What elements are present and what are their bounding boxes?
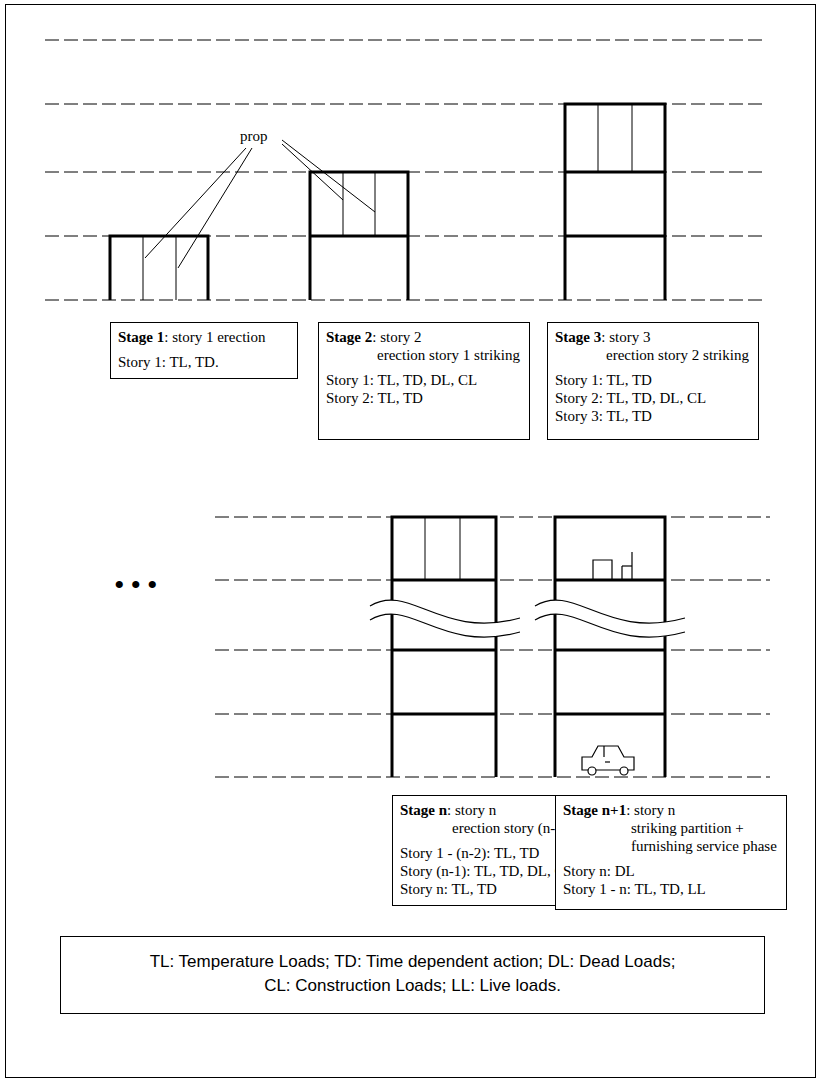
text-line: Story 1: TL, TD, DL, CL: [326, 371, 522, 389]
outer-border: [6, 5, 816, 1078]
stage-box: Stage 3: story 3erection story 2 strikin…: [547, 322, 759, 440]
story-loads: Story 1: TL, TD.: [118, 353, 290, 371]
frame-stage-1: [110, 236, 208, 300]
prop-label: prop: [238, 128, 270, 145]
frame-stage-3: [565, 104, 665, 300]
stage-box: Stage 1: story 1 erectionStory 1: TL, TD…: [110, 322, 298, 379]
text-line: Stage 2: story 2: [326, 328, 522, 346]
story-loads: Story 2: TL, TD, DL, CL: [555, 389, 751, 407]
text-line: TL: Temperature Loads; TD: Time dependen…: [71, 950, 754, 974]
text-line: Stage 1: story 1 erection: [118, 328, 290, 346]
stage-heading: Stage 1: story 1 erection: [118, 328, 290, 346]
stage-name: Stage 2: [326, 329, 372, 345]
car-symbol: [582, 746, 634, 775]
text-line: Story n: DL: [563, 862, 779, 880]
story-loads: Story n: DL: [563, 862, 779, 880]
text-line: Story 1: TL, TD.: [118, 353, 290, 371]
text-line: erection story 2 striking: [555, 346, 751, 364]
stage-action: : story n: [626, 802, 675, 818]
text-line: Story 3: TL, TD: [555, 407, 751, 425]
legend-note-box: TL: Temperature Loads; TD: Time dependen…: [60, 936, 765, 1014]
stage-heading: Stage 3: story 3erection story 2 strikin…: [555, 328, 751, 364]
continuation-dots: •••: [112, 568, 166, 602]
stage-name: Stage n+1: [563, 802, 626, 818]
text-line: striking partition +: [563, 819, 779, 837]
frame-stage-n-plus-1: [555, 517, 665, 777]
frame-stage-2: [310, 172, 408, 300]
stage-name: Stage 3: [555, 329, 601, 345]
story-loads: Story 1: TL, TD: [555, 371, 751, 389]
props-stage-3: [598, 105, 632, 171]
text-line: Stage 3: story 3: [555, 328, 751, 346]
partition-furnishing-symbol: [593, 552, 632, 580]
props-stage-n: [425, 518, 460, 579]
text-line: Story 2: TL, TD: [326, 389, 522, 407]
level-lines-lower: [215, 517, 770, 777]
story-loads: Story 1: TL, TD, DL, CL: [326, 371, 522, 389]
level-lines-upper: [45, 40, 765, 300]
story-loads: Story 1 - n: TL, TD, LL: [563, 880, 779, 898]
props-stage-1: [143, 237, 176, 300]
stage-name: Stage n: [400, 802, 447, 818]
break-symbol-stage-n: [370, 600, 520, 637]
text-line: Story 2: TL, TD, DL, CL: [555, 389, 751, 407]
stage-name: Stage 1: [118, 329, 164, 345]
stage-box: Stage n+1: story nstriking partition +fu…: [555, 795, 787, 910]
stage-action: : story 2: [372, 329, 421, 345]
text-line: CL: Construction Loads; LL: Live loads.: [71, 974, 754, 998]
props-stage-2: [343, 173, 375, 235]
stage-box: Stage 2: story 2erection story 1 strikin…: [318, 322, 530, 440]
prop-leader-lines: [145, 140, 375, 268]
stage-action: : story n: [447, 802, 496, 818]
stage-heading: Stage n+1: story nstriking partition +fu…: [563, 801, 779, 855]
break-symbol-stage-n-plus-1: [535, 600, 685, 637]
text-line: furnishing service phase: [563, 837, 779, 855]
stage-heading: Stage 2: story 2erection story 1 strikin…: [326, 328, 522, 364]
frame-stage-n: [392, 517, 496, 777]
text-line: Stage n+1: story n: [563, 801, 779, 819]
text-line: Story 1 - n: TL, TD, LL: [563, 880, 779, 898]
stage-action: : story 1 erection: [164, 329, 265, 345]
story-loads: Story 2: TL, TD: [326, 389, 522, 407]
story-loads: Story 3: TL, TD: [555, 407, 751, 425]
text-line: erection story 1 striking: [326, 346, 522, 364]
stage-action: : story 3: [601, 329, 650, 345]
text-line: Story 1: TL, TD: [555, 371, 751, 389]
legend-note-text: TL: Temperature Loads; TD: Time dependen…: [71, 950, 754, 998]
